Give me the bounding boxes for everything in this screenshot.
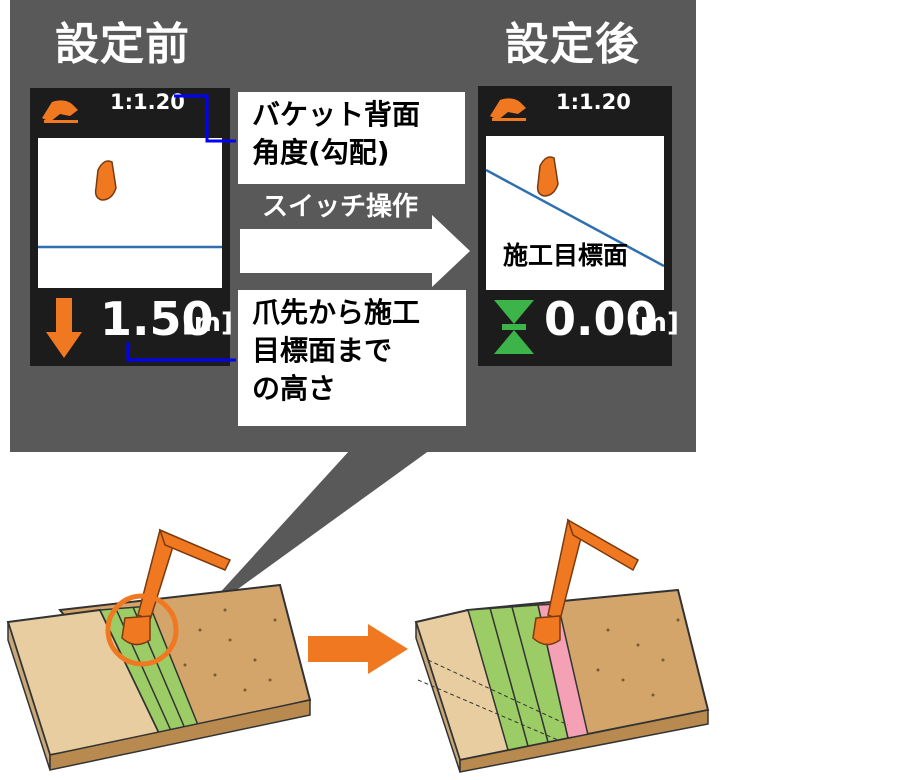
target-line <box>486 168 664 268</box>
bucket-highlight-circle <box>105 593 179 667</box>
bucket-icon <box>42 100 78 123</box>
before-view <box>38 138 222 288</box>
after-distance-value: 0.00 <box>544 292 658 346</box>
callout-line: 角度(勾配) <box>252 136 390 169</box>
callout-line: の高さ <box>252 372 337 405</box>
before-view-graphic <box>38 160 222 249</box>
switch-operation-label: スイッチ操作 <box>262 192 419 222</box>
before-title: 設定前 <box>55 19 190 70</box>
callout-line: 目標面まで <box>252 334 393 367</box>
before-embankment-illustration <box>6 528 312 771</box>
bucket-angle-callout: バケット背面 角度(勾配) <box>238 92 465 184</box>
after-view <box>486 136 664 290</box>
switch-arrow <box>240 215 470 287</box>
on-grade-arrows-icon <box>494 300 534 354</box>
tip-height-callout: 爪先から施工 目標面まで の高さ <box>238 290 466 426</box>
after-monitor-screen: 1:1.20 施工目標面 0.00 [m] <box>478 86 679 366</box>
right-arrow-icon <box>308 624 408 674</box>
before-distance-unit: [m] <box>182 308 233 338</box>
callout-line: 爪先から施工 <box>252 296 421 329</box>
before-monitor-screen: 1:1.20 1.50 [m] <box>30 88 233 366</box>
bucket-figure <box>536 156 559 197</box>
after-slope-ratio: 1:1.20 <box>556 90 631 114</box>
before-distance-value: 1.50 <box>100 292 214 346</box>
after-view-graphic <box>486 156 664 268</box>
bucket-icon <box>490 98 526 121</box>
target-surface-label: 施工目標面 <box>503 241 629 270</box>
leader-lines <box>126 94 236 362</box>
down-arrow-icon <box>46 298 82 358</box>
callout-line: バケット背面 <box>252 98 421 131</box>
before-slope-ratio: 1:1.20 <box>110 90 185 114</box>
after-title: 設定後 <box>505 19 640 70</box>
after-embankment-illustration <box>414 518 710 773</box>
bucket-figure <box>94 160 117 201</box>
excavator-icon <box>532 518 639 646</box>
after-distance-unit: [m] <box>628 308 679 338</box>
